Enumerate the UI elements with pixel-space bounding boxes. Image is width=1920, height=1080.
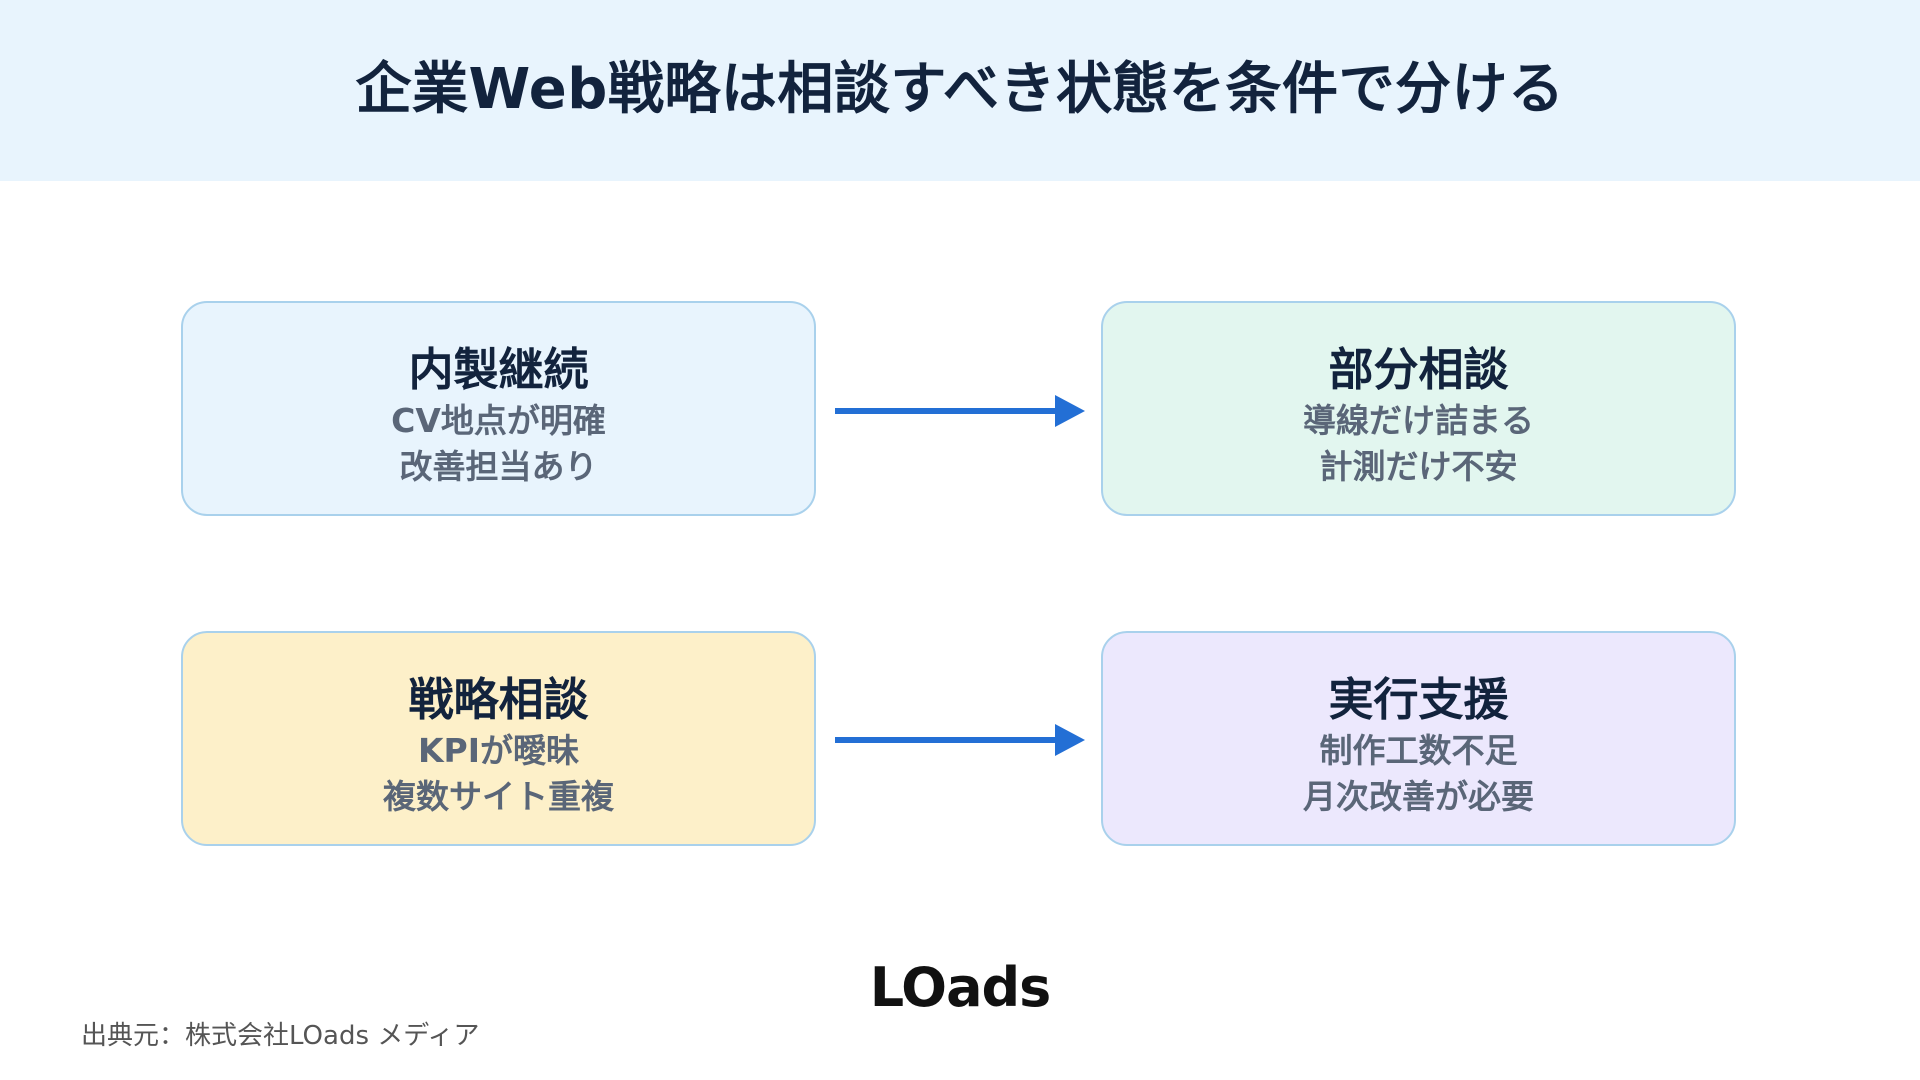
card-line: CV地点が明確 (391, 401, 606, 440)
brand-logo: LOads (869, 956, 1052, 1019)
card-title: 内製継続 (408, 343, 589, 396)
card-line: 導線だけ詰まる (1303, 401, 1534, 440)
card-execution-support: 実行支援 制作工数不足 月次改善が必要 (1101, 631, 1736, 846)
card-line: 改善担当あり (399, 447, 598, 486)
card-line: 複数サイト重複 (383, 777, 614, 816)
card-strategy-consultation: 戦略相談 KPIが曖昧 複数サイト重複 (181, 631, 816, 846)
card-title: 実行支援 (1328, 673, 1509, 726)
source-credit: 出典元：株式会社LOads メディア (81, 1021, 480, 1051)
header-band: 企業Web戦略は相談すべき状態を条件で分ける (0, 0, 1920, 181)
card-partial-consultation: 部分相談 導線だけ詰まる 計測だけ不安 (1101, 301, 1736, 516)
card-line: KPIが曖昧 (417, 731, 580, 770)
card-title: 戦略相談 (408, 673, 589, 726)
card-title: 部分相談 (1328, 343, 1509, 396)
arrow-right-icon (835, 724, 1085, 756)
card-line: 制作工数不足 (1319, 731, 1518, 770)
arrow-right-icon (835, 395, 1085, 427)
card-in-house: 内製継続 CV地点が明確 改善担当あり (181, 301, 816, 516)
page-title: 企業Web戦略は相談すべき状態を条件で分ける (355, 57, 1565, 122)
card-line: 計測だけ不安 (1319, 447, 1518, 486)
card-line: 月次改善が必要 (1303, 777, 1534, 816)
